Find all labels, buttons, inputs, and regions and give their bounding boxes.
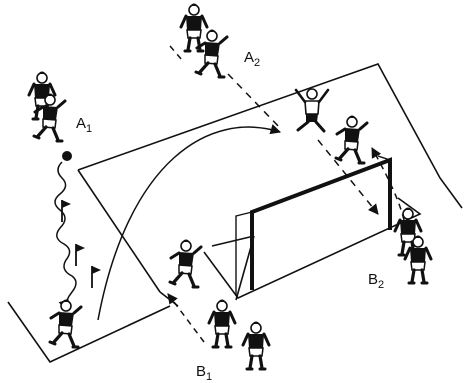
a2-run-path bbox=[227, 73, 283, 131]
dribble-path bbox=[54, 161, 77, 312]
label-b2: B2 bbox=[368, 271, 384, 291]
goal-frame bbox=[235, 155, 392, 296]
flag-icon bbox=[91, 265, 102, 289]
flag-icon bbox=[61, 199, 72, 223]
goalkeeper bbox=[294, 87, 330, 133]
near-touchline bbox=[7, 301, 171, 364]
penalty-area-outline bbox=[77, 63, 463, 209]
penalty-area-left-edge bbox=[77, 169, 161, 293]
label-a1: A1 bbox=[76, 115, 92, 135]
player-shooter bbox=[48, 297, 83, 349]
a2-start-dash bbox=[169, 45, 183, 61]
goal-area-lower bbox=[203, 197, 422, 299]
slalom-flags bbox=[61, 199, 102, 289]
field-lines bbox=[7, 63, 463, 364]
keeper-move-path bbox=[317, 139, 379, 215]
label-b1: B1 bbox=[196, 363, 212, 383]
player-b1-front bbox=[168, 237, 203, 289]
movement-paths bbox=[54, 45, 405, 343]
label-a2: A2 bbox=[244, 49, 260, 69]
b1-run-path bbox=[167, 293, 205, 343]
player-b1-middle bbox=[207, 297, 237, 349]
defender-near-goal bbox=[334, 113, 369, 165]
cross-ball-path bbox=[97, 124, 282, 321]
player-b1-back bbox=[241, 319, 271, 371]
flag-icon bbox=[75, 243, 86, 267]
ball bbox=[62, 151, 72, 161]
b2-run-path bbox=[371, 147, 405, 221]
